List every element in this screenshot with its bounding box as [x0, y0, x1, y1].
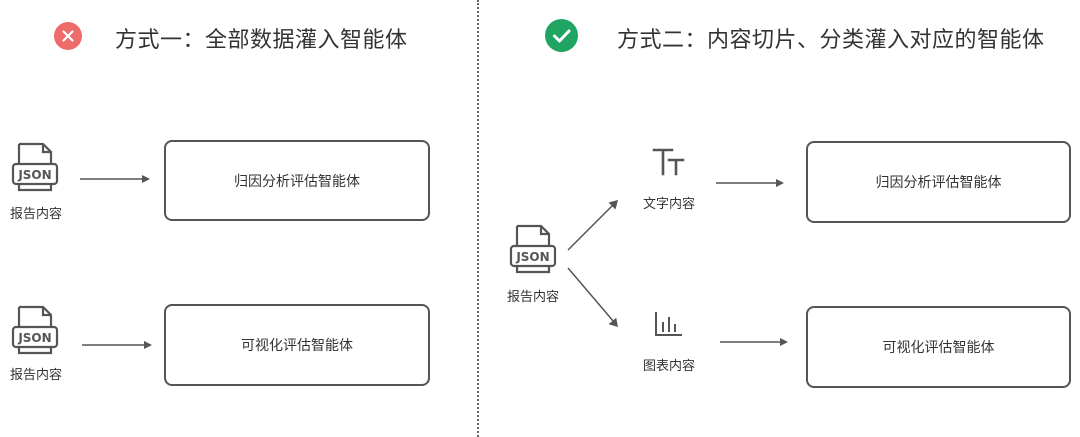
bar-chart-icon	[654, 310, 684, 342]
json-icon-text: JSON	[17, 168, 51, 182]
arrow-right	[82, 340, 154, 350]
branch-label-text: 文字内容	[642, 197, 695, 212]
arrow-right	[720, 337, 792, 347]
json-file-icon: JSON	[509, 224, 557, 276]
branch-label-chart: 图表内容	[642, 359, 695, 374]
method-two-title: 方式二：内容切片、分类灌入对应的智能体	[617, 28, 1045, 53]
method-one-title: 方式一：全部数据灌入智能体	[115, 28, 408, 53]
source-label: 报告内容	[9, 207, 62, 222]
arrow-right	[716, 178, 788, 188]
error-icon	[54, 22, 82, 50]
json-file-icon: JSON	[11, 142, 59, 194]
arrow-right	[80, 174, 152, 184]
json-file-icon: JSON	[11, 305, 59, 357]
agent-box-visualization: 可视化评估智能体	[164, 304, 430, 386]
source-label: 报告内容	[9, 368, 62, 383]
arrow-up-right	[566, 196, 622, 254]
text-size-icon	[652, 147, 686, 181]
panel-divider	[477, 0, 479, 437]
arrow-down-right	[566, 266, 622, 330]
source-label: 报告内容	[506, 290, 559, 305]
check-icon	[545, 19, 578, 52]
json-icon-text: JSON	[515, 250, 549, 264]
agent-box-attribution: 归因分析评估智能体	[806, 141, 1071, 223]
json-icon-text: JSON	[17, 331, 51, 345]
agent-box-visualization: 可视化评估智能体	[806, 306, 1071, 388]
agent-box-attribution: 归因分析评估智能体	[164, 140, 430, 221]
